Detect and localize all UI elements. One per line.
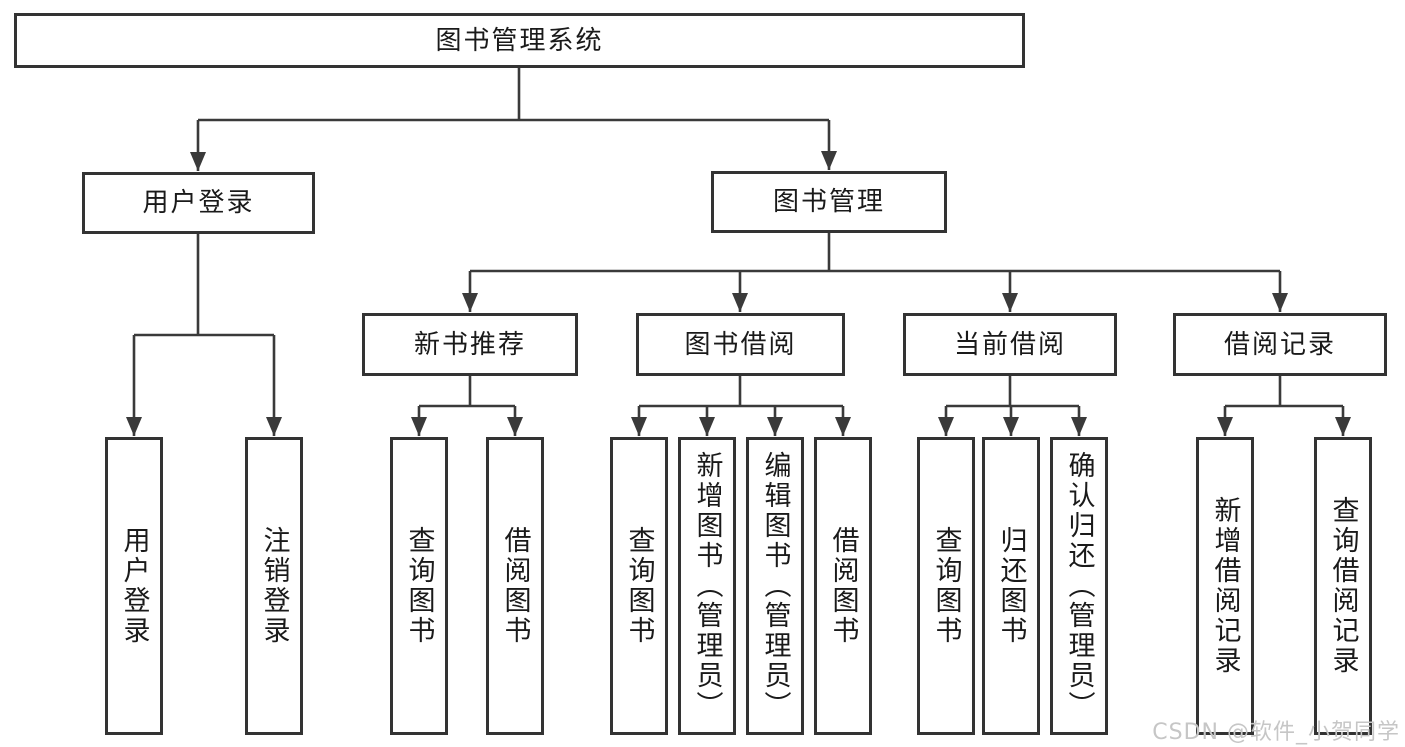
- node-label: 查询借阅记录: [1327, 496, 1359, 676]
- node-borrowing-records: 借阅记录: [1173, 313, 1387, 376]
- node-book-management-branch: 图书管理: [711, 171, 947, 233]
- node-return-books: 归还图书: [982, 437, 1040, 735]
- node-label: 编辑图书（管理员）: [759, 451, 791, 721]
- node-query-books-borrowing: 查询图书: [610, 437, 668, 735]
- node-label: 图书借阅: [684, 329, 797, 360]
- node-label: 用户登录: [142, 188, 255, 218]
- node-new-book-recommendation: 新书推荐: [362, 313, 578, 376]
- node-label: 新书推荐: [413, 329, 526, 360]
- node-borrow-books-recommend: 借阅图书: [486, 437, 544, 735]
- node-borrow-books-leaf: 借阅图书: [814, 437, 872, 735]
- node-label: 借阅图书: [499, 526, 531, 646]
- node-add-borrow-record: 新增借阅记录: [1196, 437, 1254, 735]
- node-query-books-recommend: 查询图书: [390, 437, 448, 735]
- node-add-books-admin: 新增图书（管理员）: [678, 437, 736, 735]
- node-query-books-current: 查询图书: [917, 437, 975, 735]
- node-label: 图书管理: [772, 187, 885, 217]
- node-label: 归还图书: [995, 526, 1027, 646]
- node-label: 新增借阅记录: [1209, 496, 1241, 676]
- node-label: 查询图书: [623, 526, 655, 646]
- node-label: 借阅图书: [827, 526, 859, 646]
- node-edit-books-admin: 编辑图书（管理员）: [746, 437, 804, 735]
- node-label: 新增图书（管理员）: [691, 451, 723, 721]
- node-confirm-return-admin: 确认归还（管理员）: [1050, 437, 1108, 735]
- node-book-borrowing: 图书借阅: [636, 313, 845, 376]
- node-user-login-branch: 用户登录: [82, 172, 315, 234]
- node-logout-leaf: 注销登录: [245, 437, 303, 735]
- node-label: 用户登录: [118, 526, 150, 646]
- node-label: 图书管理系统: [435, 25, 604, 56]
- node-library-management-system: 图书管理系统: [14, 13, 1025, 68]
- node-label: 确认归还（管理员）: [1063, 451, 1095, 721]
- node-user-login-leaf: 用户登录: [105, 437, 163, 735]
- node-label: 查询图书: [930, 526, 962, 646]
- node-label: 借阅记录: [1223, 329, 1336, 360]
- node-current-borrowing: 当前借阅: [903, 313, 1117, 376]
- node-label: 注销登录: [258, 526, 290, 646]
- node-label: 查询图书: [403, 526, 435, 646]
- watermark: CSDN @软件_小贺同学: [1152, 720, 1400, 745]
- node-query-borrow-record: 查询借阅记录: [1314, 437, 1372, 735]
- node-label: 当前借阅: [953, 329, 1066, 360]
